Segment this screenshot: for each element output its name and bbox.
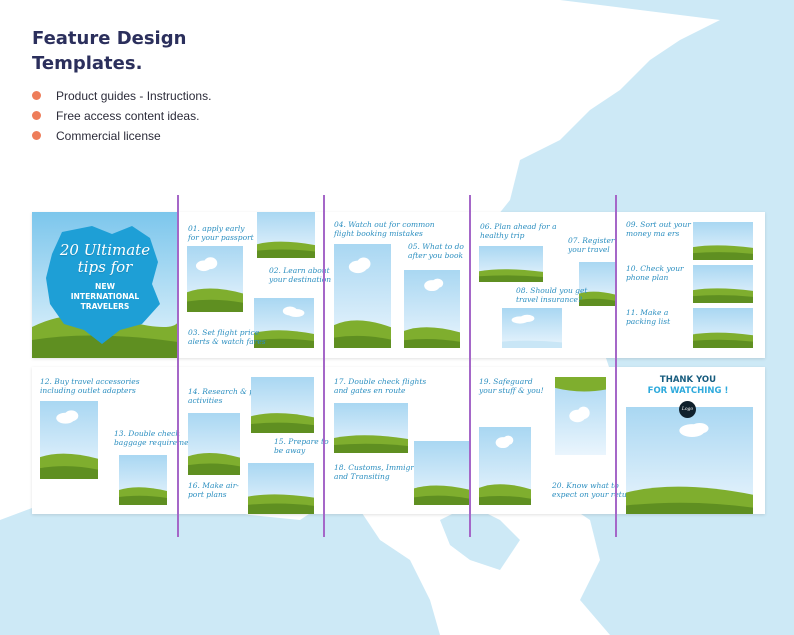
panel-divider (177, 195, 179, 537)
photo-placeholder (188, 413, 240, 475)
header: Feature Design Templates. Product guides… (32, 26, 352, 146)
photo-placeholder (626, 407, 753, 514)
photo-placeholder (404, 270, 460, 348)
photo-placeholder (119, 455, 167, 505)
landscape-icon (414, 485, 469, 505)
landscape-icon (187, 257, 243, 312)
landscape-icon (555, 377, 606, 423)
bullet-icon (32, 131, 41, 140)
tip-16: 16. Make air-port plans (188, 481, 239, 499)
photo-placeholder (479, 427, 531, 505)
title-line-2: Templates. (32, 53, 143, 74)
hero-caps-line: NEW (95, 282, 115, 291)
landscape-icon (693, 245, 753, 260)
thank-you-heading: THANK YOU FOR WATCHING ! (647, 375, 729, 396)
landscape-icon (251, 413, 314, 433)
panel-divider (323, 195, 325, 537)
photo-placeholder (693, 265, 753, 303)
tip-18: 18. Customs, Immigration,and Transiting (334, 463, 436, 481)
feature-item: Free access content ideas. (32, 106, 352, 126)
feature-label: Commercial license (56, 129, 161, 143)
photo-placeholder (251, 377, 314, 433)
landscape-icon (404, 278, 460, 348)
feature-label: Product guides - Instructions. (56, 89, 212, 103)
photo-placeholder (479, 246, 543, 282)
photo-placeholder (248, 463, 314, 514)
landscape-icon (479, 435, 531, 505)
landscape-icon (334, 257, 391, 348)
landscape-icon (626, 423, 753, 514)
landscape-icon (119, 487, 167, 505)
landscape-icon (40, 410, 98, 479)
template-strip-top: 20 Ultimate tips for NEW INTERNATIONAL T… (32, 212, 765, 358)
hero-caps-line: INTERNATIONAL (70, 292, 140, 301)
hero-slide: 20 Ultimate tips for NEW INTERNATIONAL T… (32, 212, 178, 358)
photo-placeholder (254, 298, 314, 348)
landscape-icon (334, 435, 408, 453)
feature-label: Free access content ideas. (56, 109, 200, 123)
landscape-icon (248, 494, 314, 514)
hero-background-icon (32, 212, 178, 358)
photo-placeholder (414, 441, 469, 505)
landscape-icon (479, 269, 543, 282)
photo-placeholder (693, 308, 753, 348)
panel-divider (615, 195, 617, 537)
feature-list: Product guides - Instructions. Free acce… (32, 86, 352, 146)
landscape-icon (693, 288, 753, 303)
page-title: Feature Design Templates. (32, 26, 352, 76)
photo-placeholder (555, 377, 606, 455)
photo-placeholder (257, 212, 315, 258)
hero-script-line: 20 Ultimate (59, 241, 151, 259)
photo-placeholder (502, 308, 562, 348)
bullet-icon (32, 91, 41, 100)
landscape-icon (188, 452, 240, 475)
hero-script-line: tips for (77, 258, 133, 276)
feature-item: Product guides - Instructions. (32, 86, 352, 106)
logo-badge: Logo (679, 401, 696, 418)
landscape-icon (502, 314, 562, 348)
photo-placeholder (334, 244, 391, 348)
photo-placeholder (579, 262, 615, 306)
photo-placeholder (334, 403, 408, 453)
photo-placeholder (187, 246, 243, 312)
feature-item: Commercial license (32, 126, 352, 146)
landscape-icon (254, 306, 314, 348)
bullet-icon (32, 111, 41, 120)
landscape-icon (693, 332, 753, 348)
photo-placeholder (693, 222, 753, 260)
panel-divider (469, 195, 471, 537)
photo-placeholder (40, 401, 98, 479)
title-line-1: Feature Design (32, 28, 187, 49)
landscape-icon (257, 241, 315, 258)
hero-caps-line: TRAVELERS (80, 302, 130, 311)
landscape-icon (579, 291, 615, 306)
